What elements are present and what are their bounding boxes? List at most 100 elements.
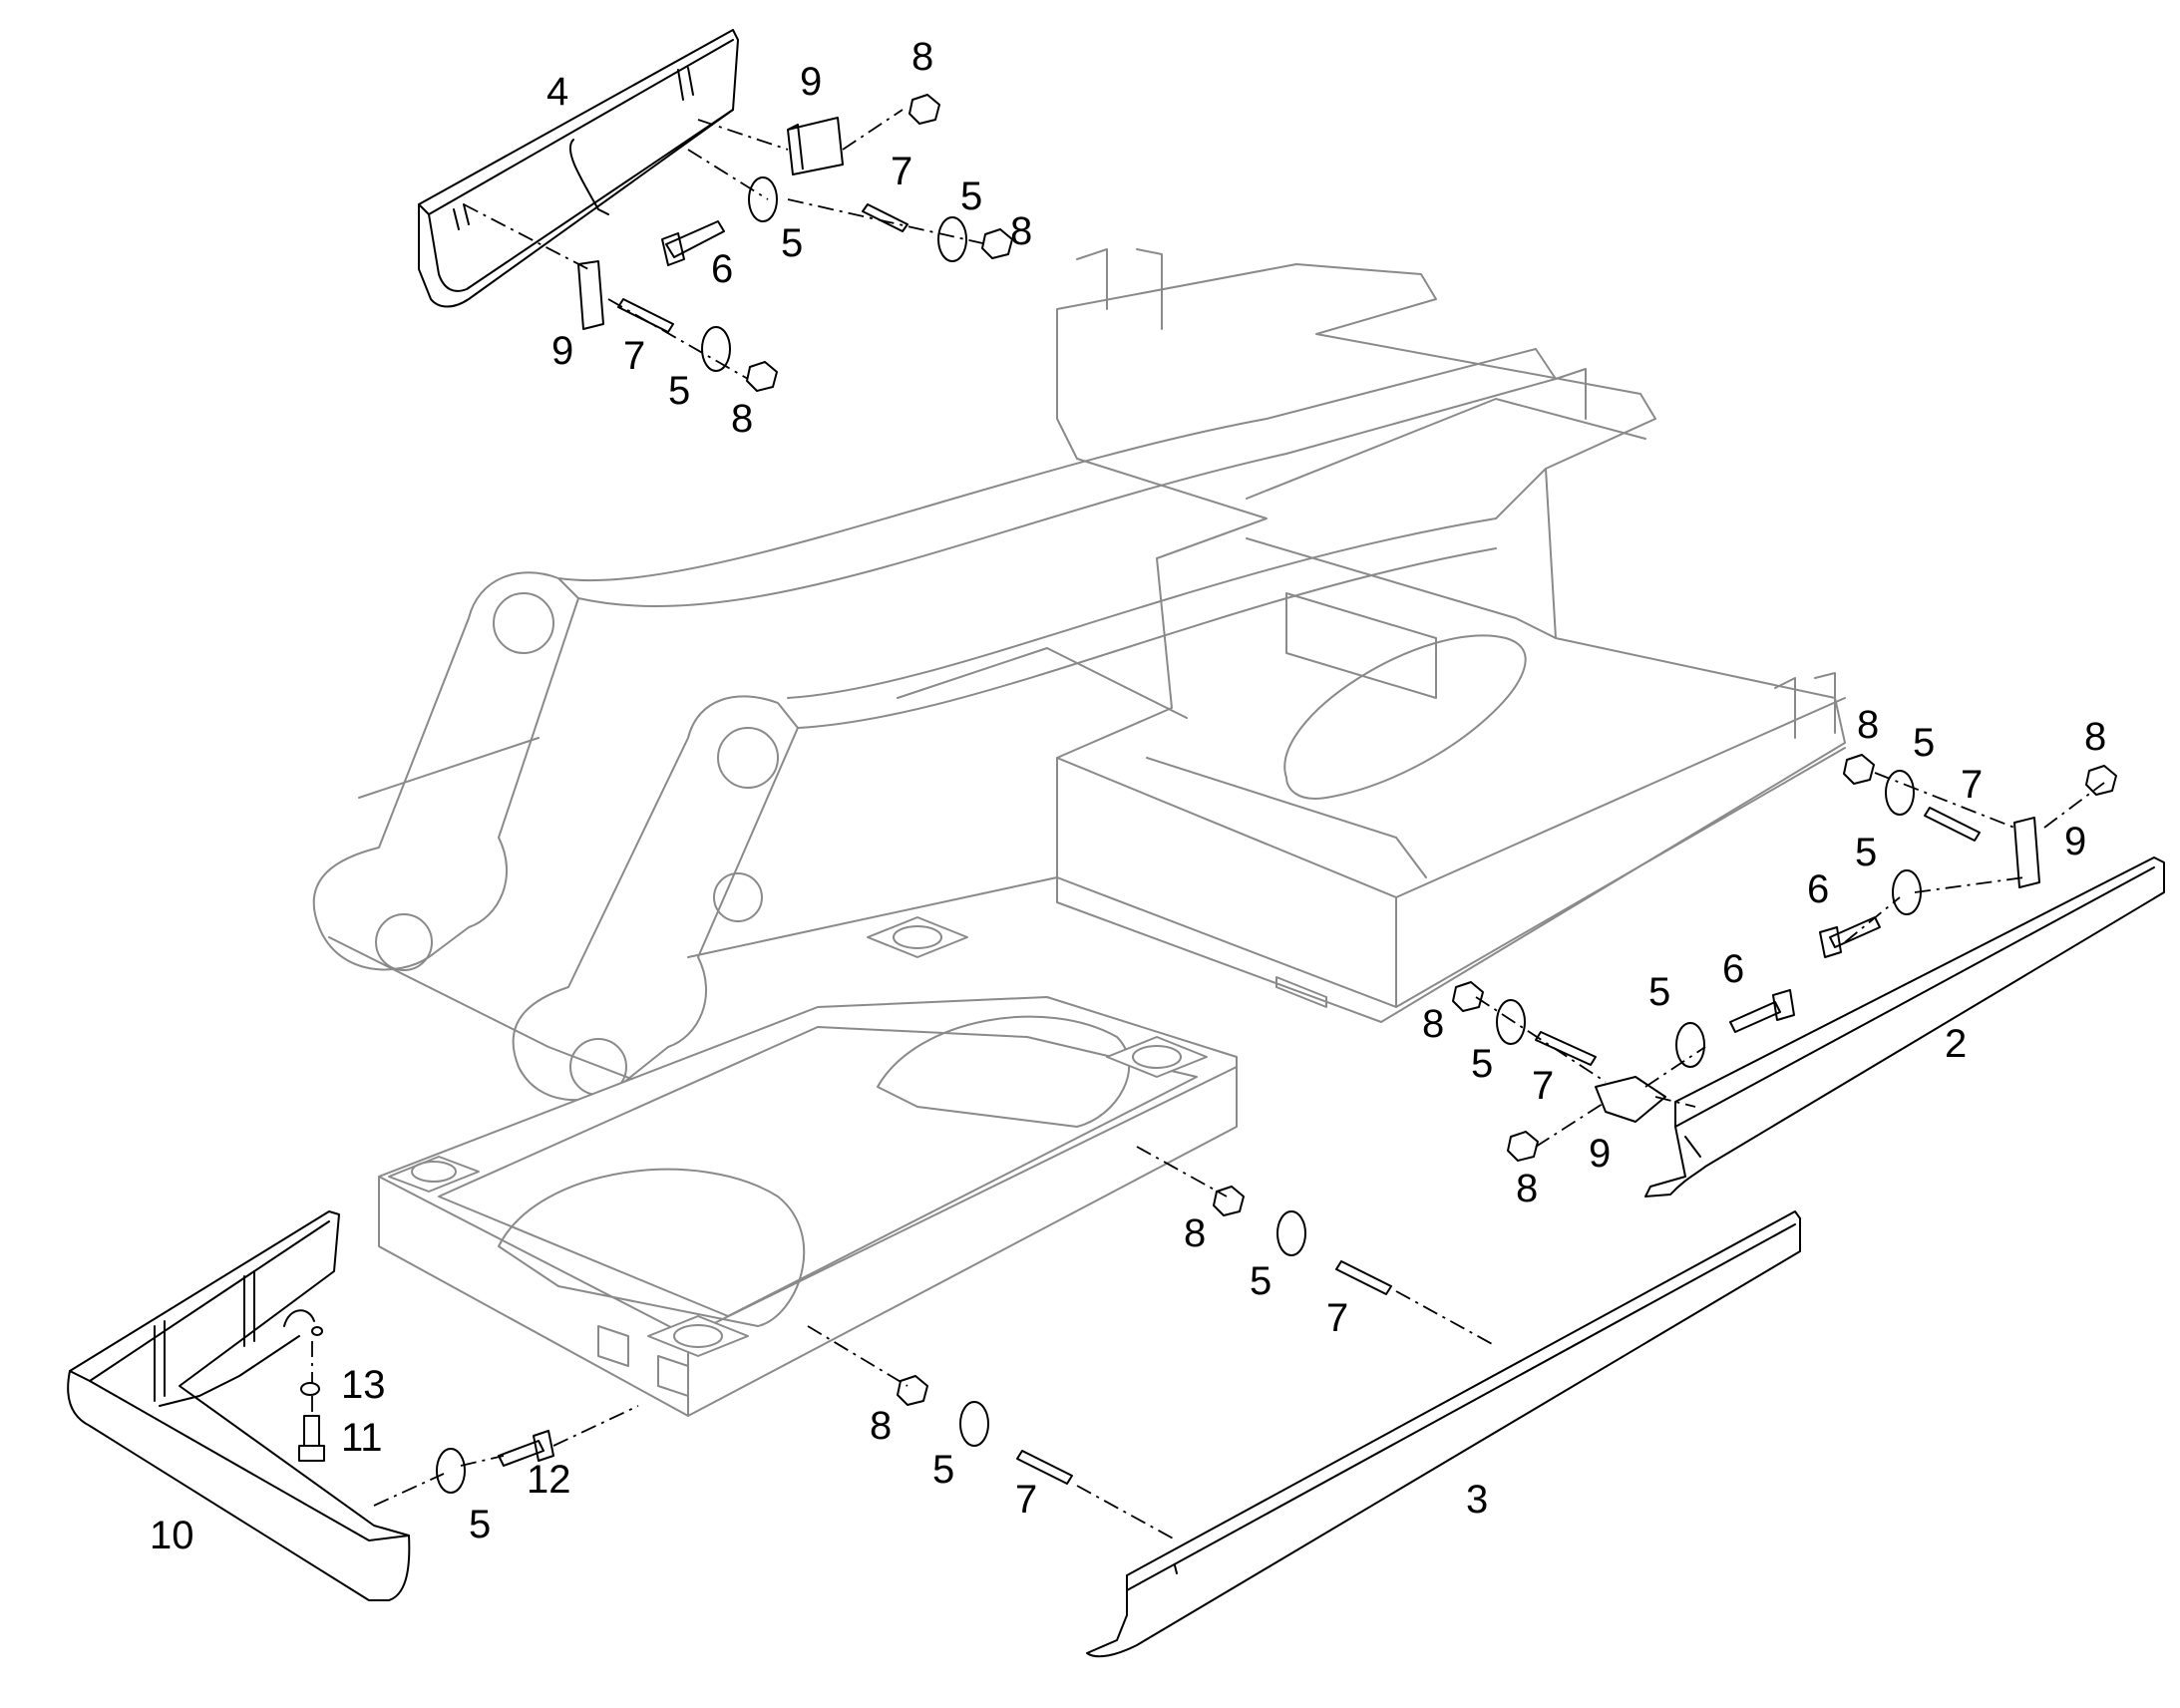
washer-13 <box>300 1382 320 1396</box>
leader-bottom-1 <box>1136 1146 1497 1347</box>
rear-crossmember <box>1056 697 1846 1008</box>
washer-5b <box>937 216 967 262</box>
bolt-11 <box>298 1415 325 1462</box>
bolt-6a <box>661 220 725 266</box>
callout-part-8: 8 <box>911 35 933 79</box>
callout-part-3: 3 <box>1466 1478 1488 1522</box>
callout-part-13: 13 <box>341 1363 386 1407</box>
nut-8d <box>1843 754 1875 785</box>
callout-part-8: 8 <box>1010 209 1032 253</box>
callout-part-7: 7 <box>1015 1478 1037 1522</box>
mount-pad-4 <box>1106 1036 1208 1078</box>
nut-8e <box>2085 765 2117 796</box>
callout-part-10: 10 <box>150 1514 194 1557</box>
nut-8b <box>981 228 1013 259</box>
rear-slot <box>1283 634 1527 800</box>
lower-front-frame <box>378 996 1238 1417</box>
washer-5g <box>1675 1022 1705 1068</box>
callout-part-5: 5 <box>1471 1042 1493 1086</box>
stud-7c <box>1924 807 1981 842</box>
callout-part-7: 7 <box>1326 1296 1348 1340</box>
leader-lines <box>311 109 2105 1541</box>
callout-part-6: 6 <box>711 247 733 291</box>
callout-part-7: 7 <box>623 334 645 378</box>
bracket-9a <box>787 117 844 175</box>
callout-part-5: 5 <box>668 369 690 413</box>
leader-right-3 <box>1475 996 1696 1108</box>
side-rail-upper <box>557 348 1557 607</box>
washer-5h <box>1276 1210 1306 1256</box>
side-rail-middle <box>787 468 1547 729</box>
callout-part-8: 8 <box>870 1404 892 1448</box>
bracket-9c <box>2013 817 2040 888</box>
callout-part-5: 5 <box>960 174 982 218</box>
washer-5f <box>1496 999 1526 1045</box>
washers-5 <box>436 176 1922 1494</box>
studs-7 <box>617 203 1981 1485</box>
callout-part-5: 5 <box>1250 1259 1272 1303</box>
leader-top-1 <box>697 109 904 151</box>
main-frame <box>312 248 1846 1417</box>
mount-pad-1-hole <box>411 1161 457 1183</box>
mount-pads <box>388 916 1208 1357</box>
rear-brackets <box>1076 248 1836 739</box>
nut-8i <box>897 1375 928 1406</box>
rear-frame-inner <box>1146 398 1646 878</box>
callout-part-8: 8 <box>1184 1211 1206 1255</box>
nut-8c <box>746 361 778 392</box>
callout-part-5: 5 <box>781 221 803 265</box>
callout-part-5: 5 <box>1648 970 1670 1014</box>
front-cover-10 <box>67 1210 411 1601</box>
rear-frame-outline <box>1056 263 1846 1023</box>
washer-5d <box>1885 770 1915 816</box>
upper-round-opening <box>877 1015 1131 1128</box>
boom-pin-right-top <box>717 727 779 789</box>
stud-7f <box>1016 1450 1073 1485</box>
boom-pin-left-bottom <box>375 913 433 971</box>
stud-7e <box>1335 1260 1392 1295</box>
front-frame-slots <box>597 976 1327 1397</box>
leader-left-1 <box>373 1405 639 1507</box>
lower-frame-round-opening <box>498 1168 806 1327</box>
stud-7b <box>617 298 674 333</box>
callout-part-5: 5 <box>932 1448 954 1492</box>
callout-part-6: 6 <box>1807 867 1829 911</box>
callout-part-9: 9 <box>1589 1132 1611 1176</box>
mount-pad-3-hole <box>893 925 942 949</box>
nut-13 <box>311 1326 323 1336</box>
callout-part-12: 12 <box>527 1458 571 1502</box>
leader-right-1 <box>1874 772 2105 829</box>
callout-part-8: 8 <box>1422 1002 1444 1046</box>
side-cover-4 <box>418 29 739 308</box>
washer-5a <box>748 176 778 222</box>
side-cover-3 <box>1086 1210 1801 1658</box>
callout-part-6: 6 <box>1722 947 1744 991</box>
callout-part-8: 8 <box>731 397 753 441</box>
mount-pad-2-hole <box>673 1324 723 1348</box>
bolts <box>298 220 1881 1467</box>
bracket-9d <box>1595 1076 1666 1123</box>
brackets-9 <box>577 117 2040 1123</box>
leader-top-3 <box>463 203 749 380</box>
callout-part-7: 7 <box>1961 763 1983 807</box>
callout-part-8: 8 <box>2084 715 2106 759</box>
callout-part-2: 2 <box>1945 1022 1967 1066</box>
stud-7d <box>1535 1031 1597 1066</box>
nut-8h <box>1213 1186 1245 1216</box>
callout-part-7: 7 <box>891 150 912 193</box>
callout-part-4: 4 <box>546 70 568 114</box>
callout-part-9: 9 <box>551 329 573 373</box>
leader-right-4 <box>1535 1046 1706 1148</box>
frame-floor <box>328 647 1188 1098</box>
callout-part-9: 9 <box>800 60 822 104</box>
callout-part-11: 11 <box>341 1416 383 1460</box>
bracket-9b <box>577 260 604 330</box>
stud-7a <box>862 203 908 232</box>
bolt-12 <box>498 1430 554 1467</box>
nut-8g <box>1507 1131 1539 1162</box>
boom-hole-right <box>713 872 763 922</box>
mount-pad-3 <box>867 916 968 958</box>
washer-5c <box>701 326 731 372</box>
mount-pad-4-hole <box>1132 1045 1182 1069</box>
boom-arm-left <box>312 571 579 971</box>
